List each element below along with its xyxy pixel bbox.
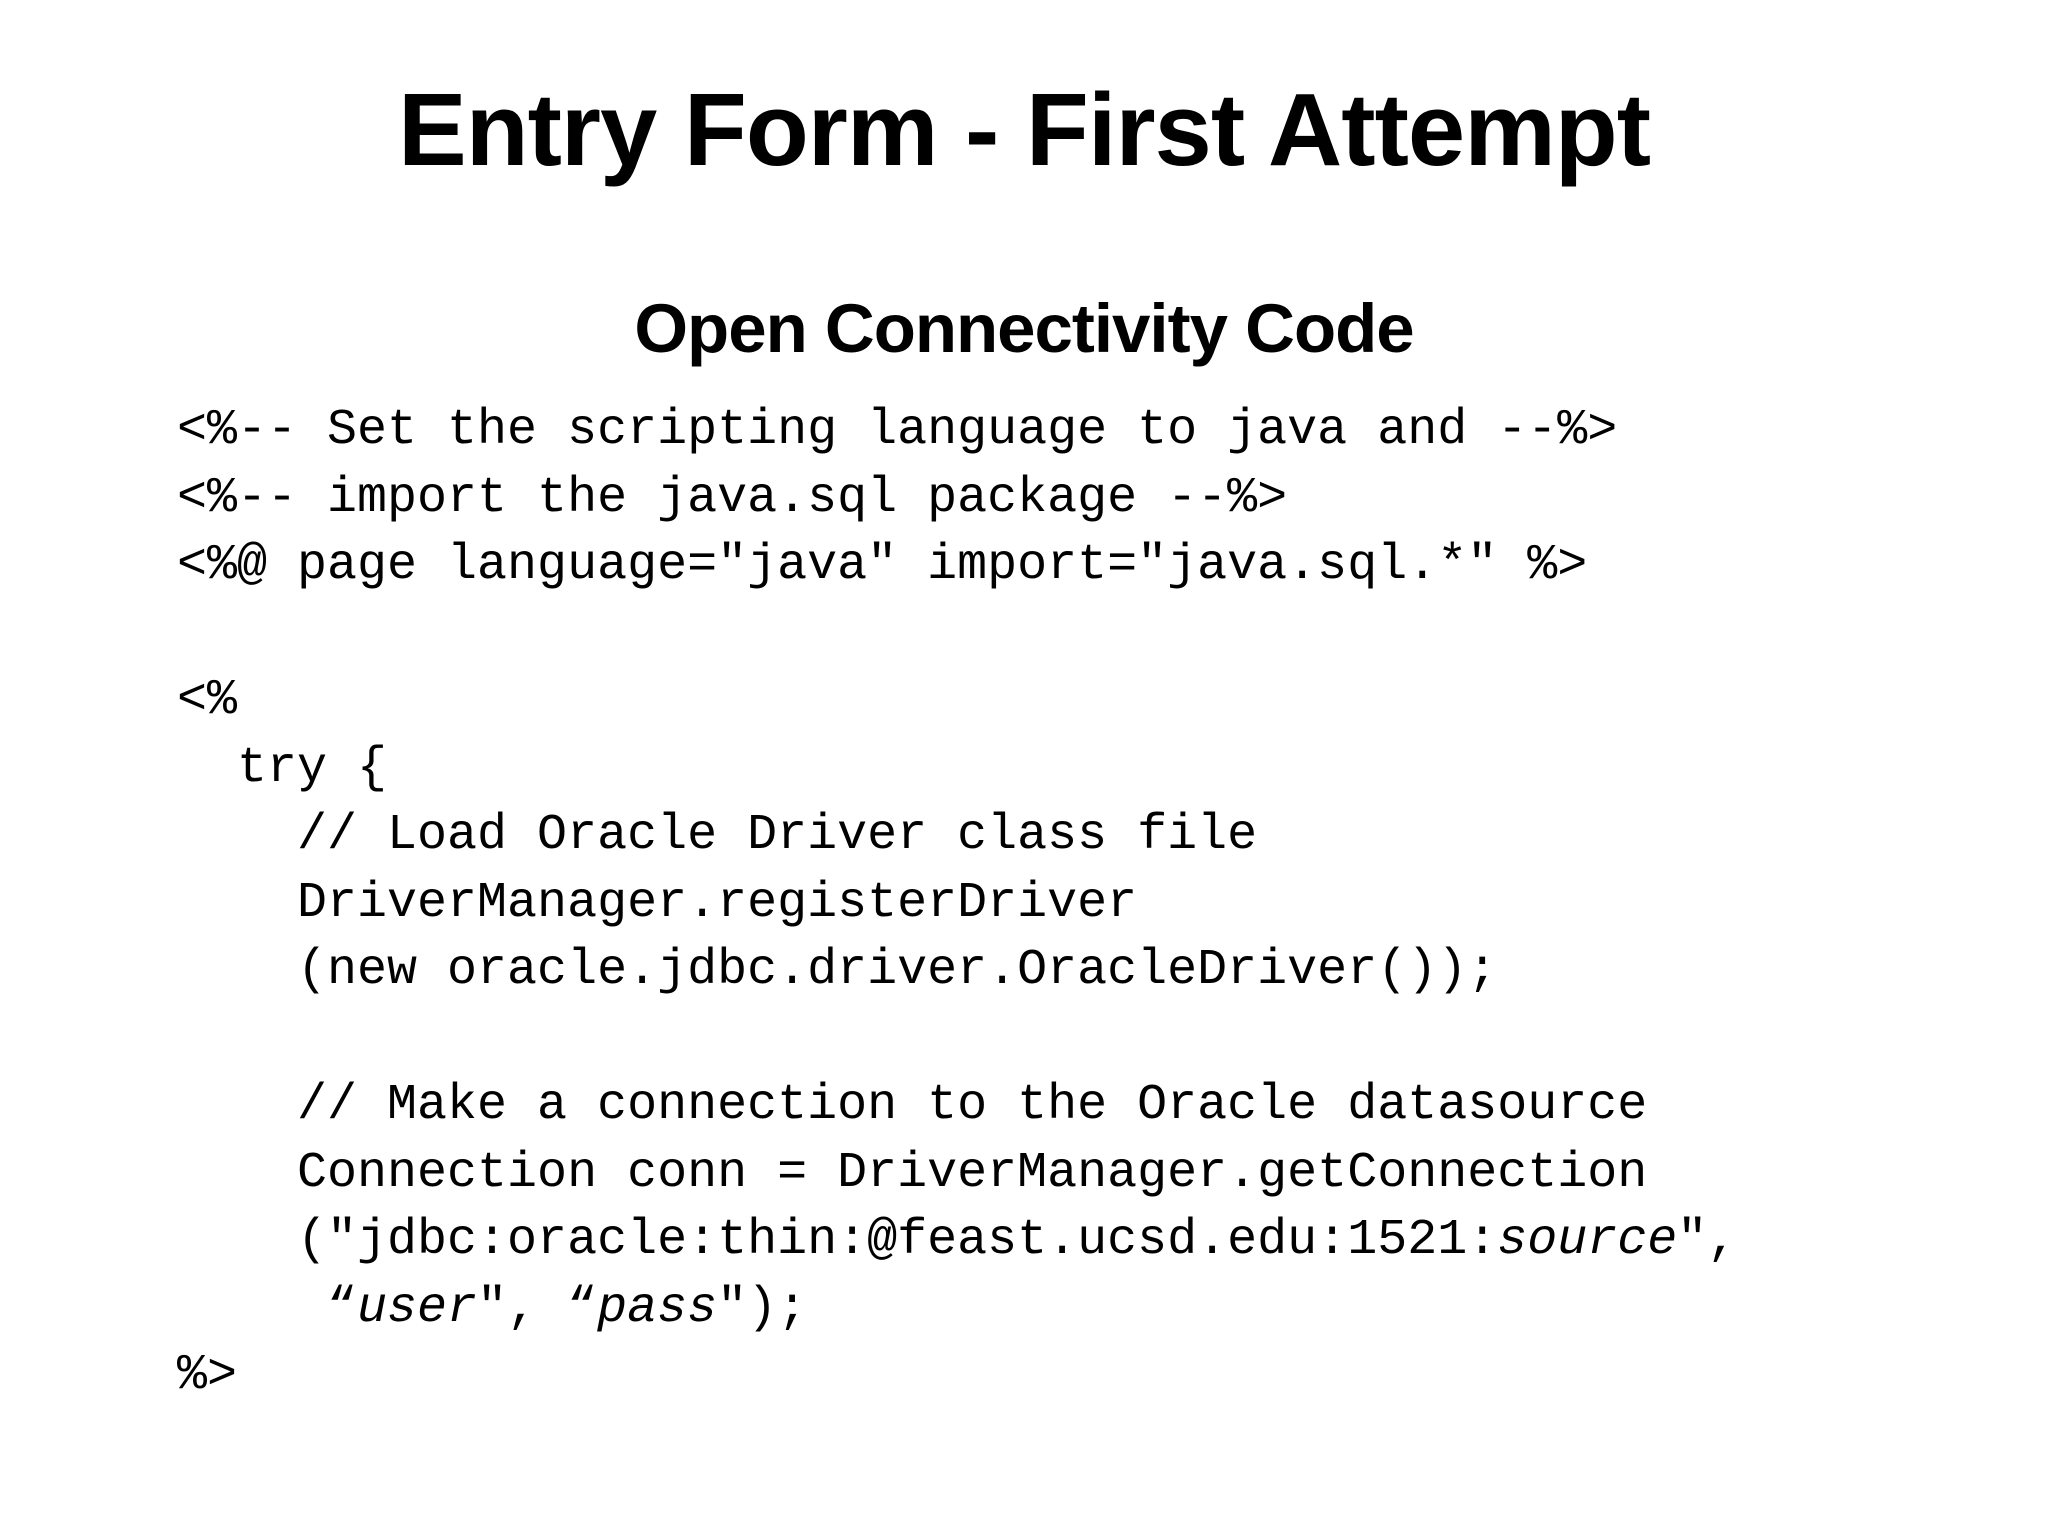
slide-subtitle: Open Connectivity Code (634, 290, 1414, 367)
slide-title: Entry Form - First Attempt (398, 72, 1651, 187)
code-line: “user", “pass"); (177, 1275, 1737, 1343)
code-line: DriverManager.registerDriver (177, 870, 1737, 938)
code-segment-italic: pass (597, 1279, 718, 1337)
code-segment-italic: source (1497, 1212, 1678, 1269)
code-line: // Load Oracle Driver class file (177, 802, 1737, 870)
code-line: %> (177, 1342, 1737, 1410)
code-segment: “ (177, 1279, 358, 1337)
code-segment: (new oracle.jdbc.driver.OracleDriver()); (177, 942, 1498, 999)
code-segment-italic: user (357, 1279, 478, 1337)
code-line: // Make a connection to the Oracle datas… (177, 1072, 1737, 1140)
code-segment: // Make a connection to the Oracle datas… (177, 1077, 1648, 1134)
code-segment: "); (717, 1279, 808, 1337)
code-line: <%-- Set the scripting language to java … (177, 397, 1737, 465)
code-segment: <% (177, 672, 238, 729)
code-segment: Connection conn = DriverManager.getConne… (177, 1144, 1648, 1202)
code-block: <%-- Set the scripting language to java … (177, 397, 1737, 1410)
code-segment: try { (177, 739, 388, 797)
code-segment: <%@ page language="java" import="java.sq… (177, 537, 1588, 594)
code-line (177, 600, 1737, 668)
code-segment: <%-- Set the scripting language to java … (177, 402, 1618, 459)
code-line: <%-- import the java.sql package --%> (177, 465, 1737, 533)
code-segment: ", (1677, 1212, 1738, 1269)
code-segment: ("jdbc:oracle:thin:@feast.ucsd.edu:1521: (177, 1212, 1498, 1269)
code-segment: DriverManager.registerDriver (177, 874, 1138, 932)
code-line (177, 1005, 1737, 1073)
code-line: Connection conn = DriverManager.getConne… (177, 1140, 1737, 1208)
code-line: <% (177, 667, 1737, 735)
code-line: (new oracle.jdbc.driver.OracleDriver()); (177, 937, 1737, 1005)
code-segment: // Load Oracle Driver class file (177, 807, 1258, 864)
code-segment: <%-- import the java.sql package --%> (177, 469, 1288, 527)
code-line: ("jdbc:oracle:thin:@feast.ucsd.edu:1521:… (177, 1207, 1737, 1275)
code-segment: %> (177, 1347, 238, 1404)
code-segment: ", “ (477, 1279, 598, 1337)
code-line: try { (177, 735, 1737, 803)
code-line: <%@ page language="java" import="java.sq… (177, 532, 1737, 600)
